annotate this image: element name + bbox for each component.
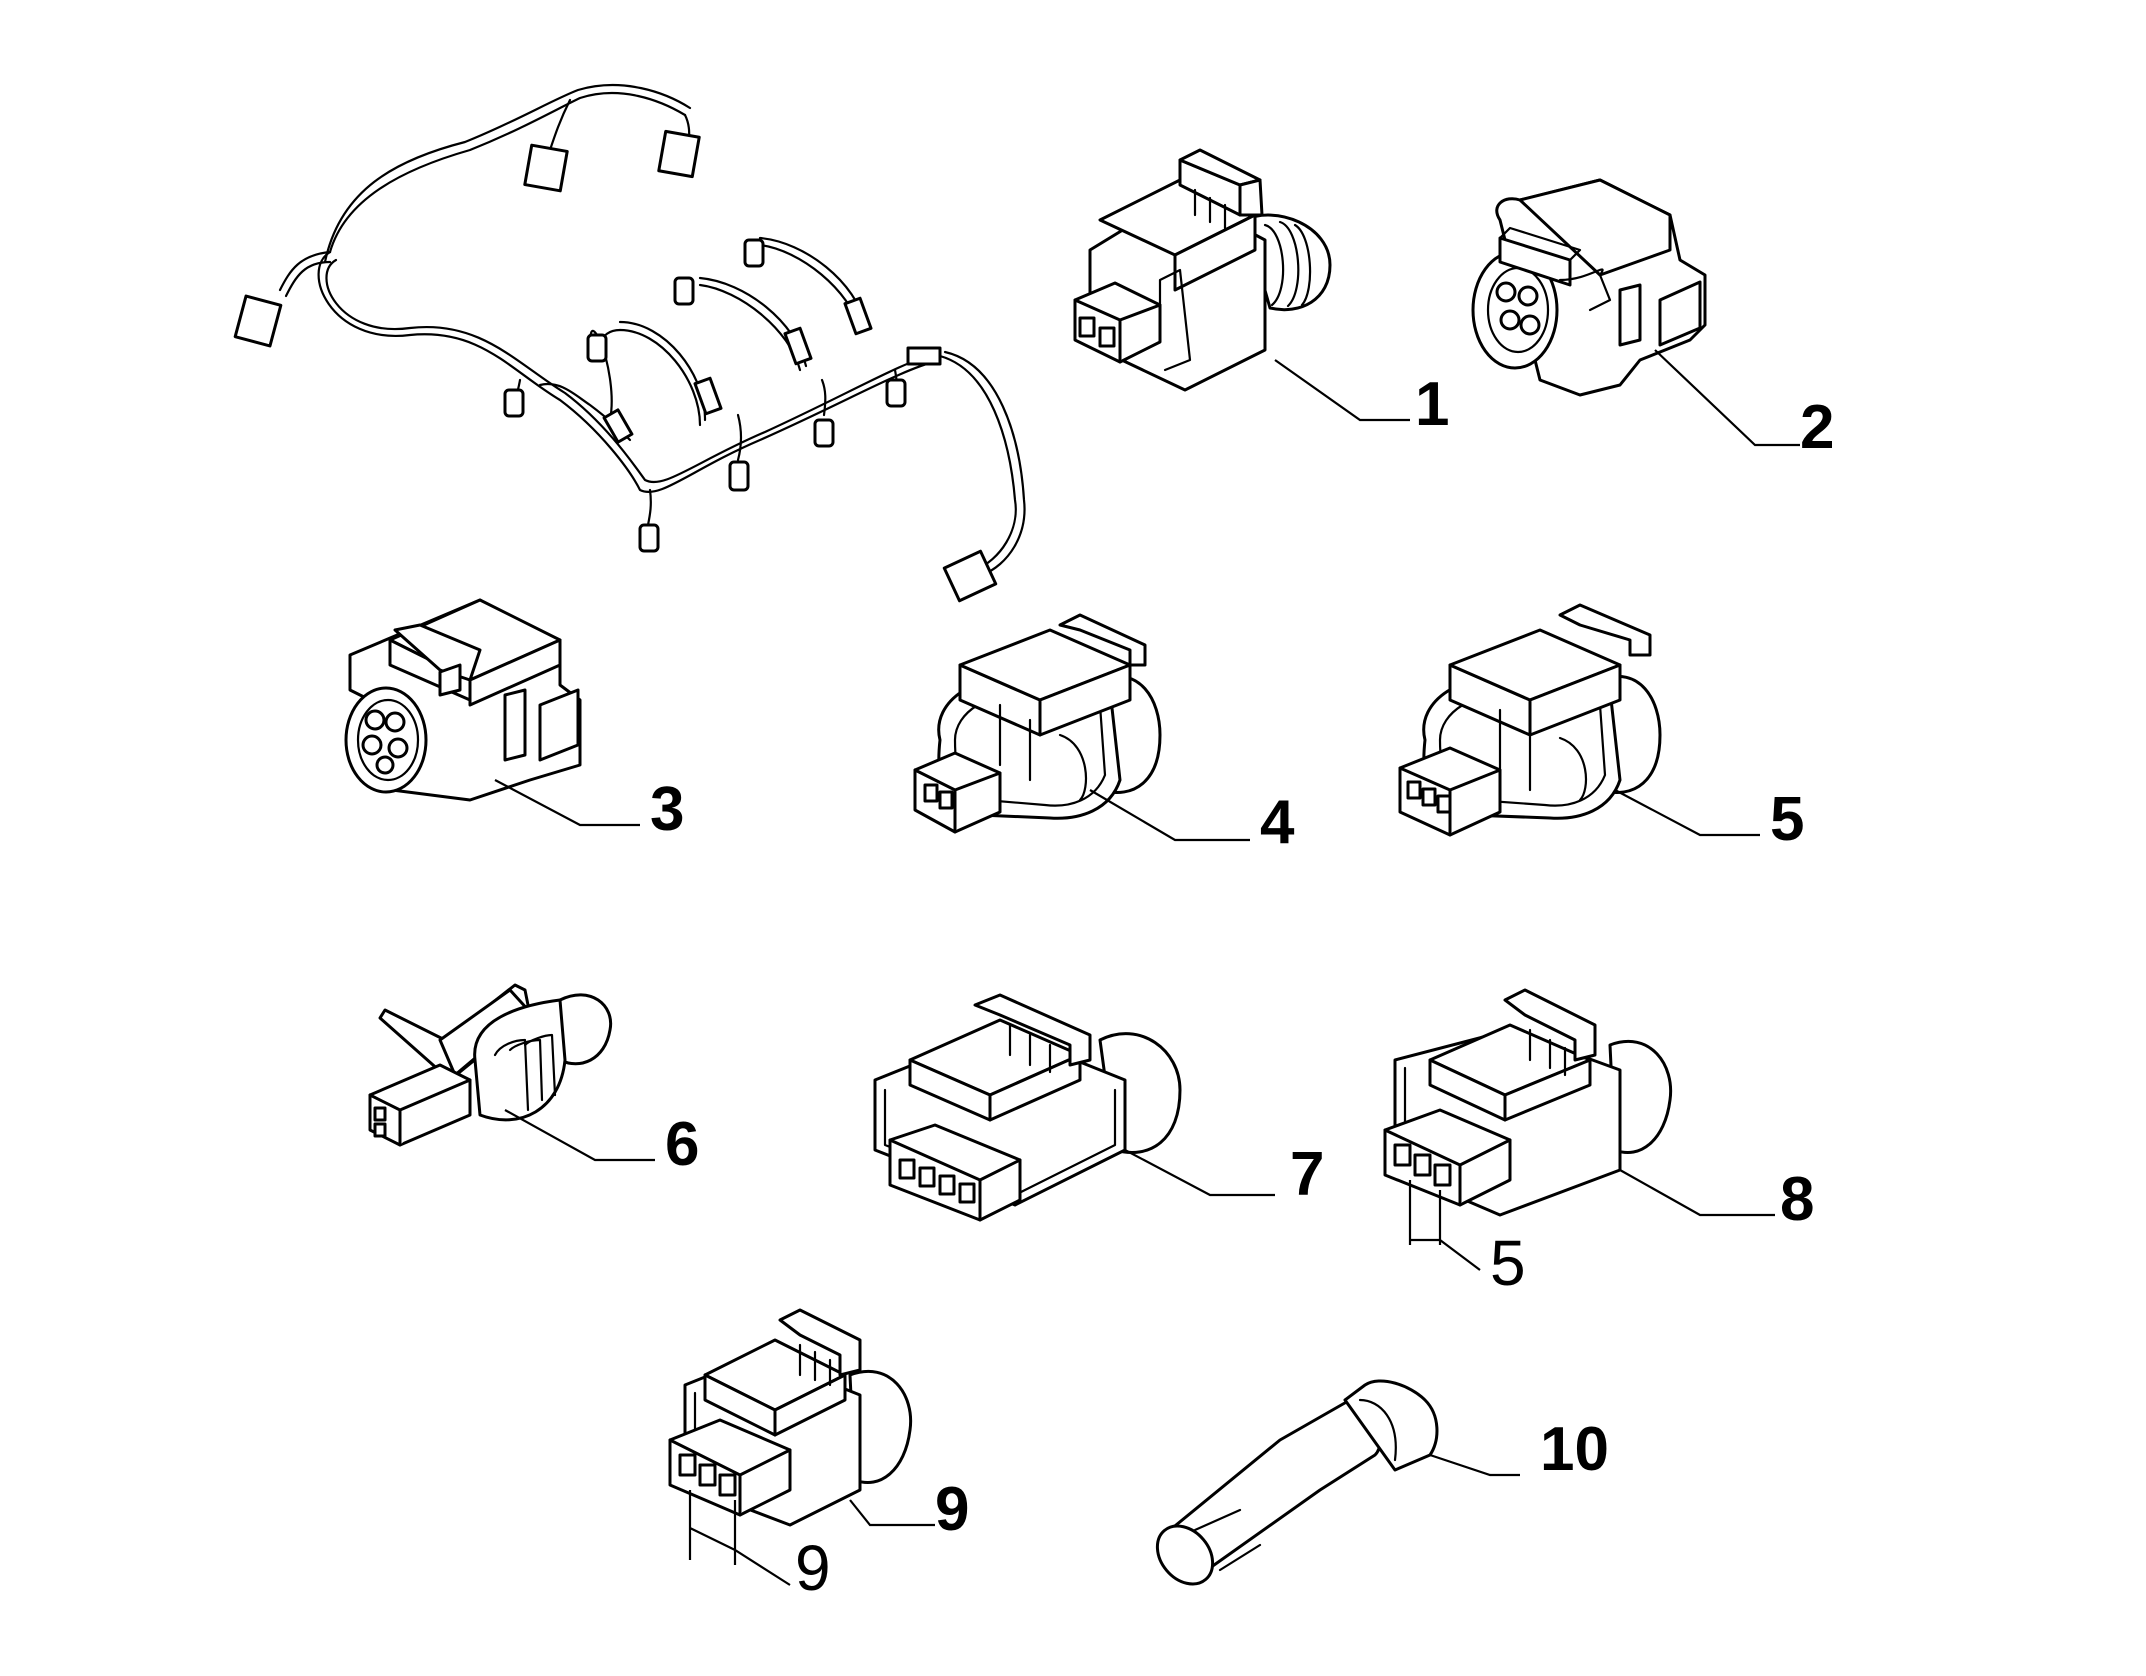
callout-10: 10 [1540,1415,1609,1484]
callout-8: 8 [1780,1165,1814,1234]
connector-part-4 [913,613,1162,834]
callout-4: 4 [1260,788,1295,857]
dimension-part-8: 5 [1490,1227,1526,1299]
connector-part-8 [1383,988,1673,1217]
callout-3: 3 [650,775,684,844]
connector-part-5 [1398,603,1662,837]
callout-7: 7 [1290,1140,1324,1209]
dimension-part-9: 9 [795,1532,831,1604]
wiring-harness [233,83,1026,603]
callout-9: 9 [935,1475,969,1544]
connector-part-1 [1073,148,1332,392]
callout-2: 2 [1800,393,1834,462]
connector-part-7 [873,993,1182,1222]
connector-part-6 [368,983,613,1147]
callout-6: 6 [665,1110,699,1179]
connector-part-10 [1155,1379,1439,1586]
callout-5: 5 [1770,785,1804,854]
connector-part-2 [1471,178,1707,397]
connector-part-3 [344,598,582,802]
connector-part-9 [668,1308,913,1527]
callout-1: 1 [1415,370,1449,439]
